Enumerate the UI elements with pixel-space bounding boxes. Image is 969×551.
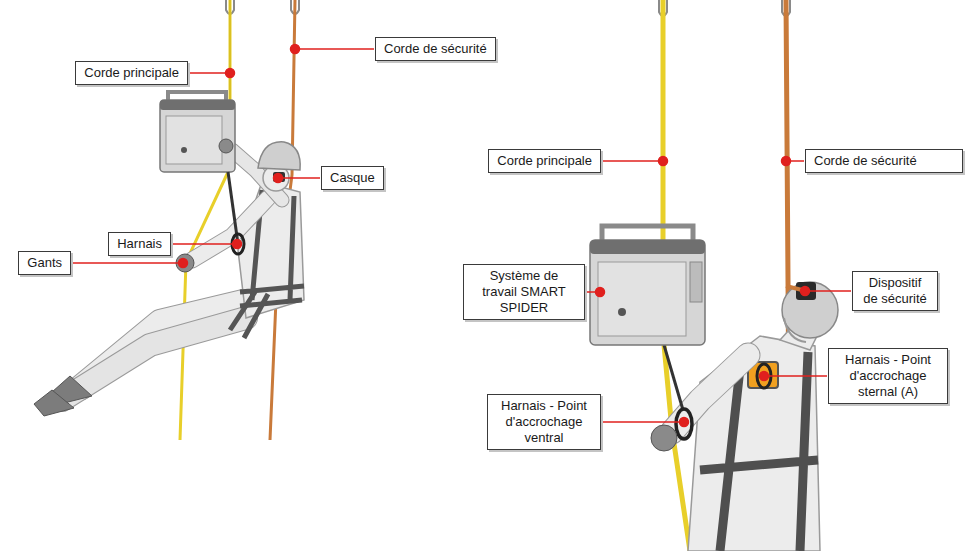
callout-box: Corde de sécurité [805, 149, 963, 173]
callout-box: Harnais [108, 232, 171, 256]
callout-box: Gants [18, 251, 71, 275]
callout-label: Corde principale [497, 153, 592, 169]
callout-box: Harnais - Point d'accrochage ventral [487, 394, 601, 451]
callout-label: Corde de sécurité [384, 41, 487, 57]
callout-label: Gants [27, 255, 62, 271]
callout-box: Harnais - Point d'accrochage sternal (A) [828, 348, 948, 405]
callout-label: Corde principale [84, 65, 179, 81]
callout-label: Harnais [117, 236, 162, 252]
leader-lines [72, 45, 851, 427]
callout-label: Système de travail SMART SPIDER [472, 268, 576, 317]
callout-box: Système de travail SMART SPIDER [463, 264, 585, 321]
callout-label: Dispositif de sécurité [861, 275, 929, 308]
callout-box: Dispositif de sécurité [852, 271, 938, 312]
callout-box: Corde de sécurité [375, 37, 496, 61]
callout-label: Harnais - Point d'accrochage ventral [496, 398, 592, 447]
right-figure [590, 0, 838, 551]
callout-label: Harnais - Point d'accrochage sternal (A) [837, 352, 939, 401]
left-figure [34, 0, 304, 440]
callout-label: Casque [330, 170, 375, 186]
callout-box: Corde principale [488, 149, 601, 173]
callout-box: Corde principale [75, 61, 188, 85]
callout-box: Casque [321, 166, 384, 190]
callout-label: Corde de sécurité [814, 153, 954, 169]
